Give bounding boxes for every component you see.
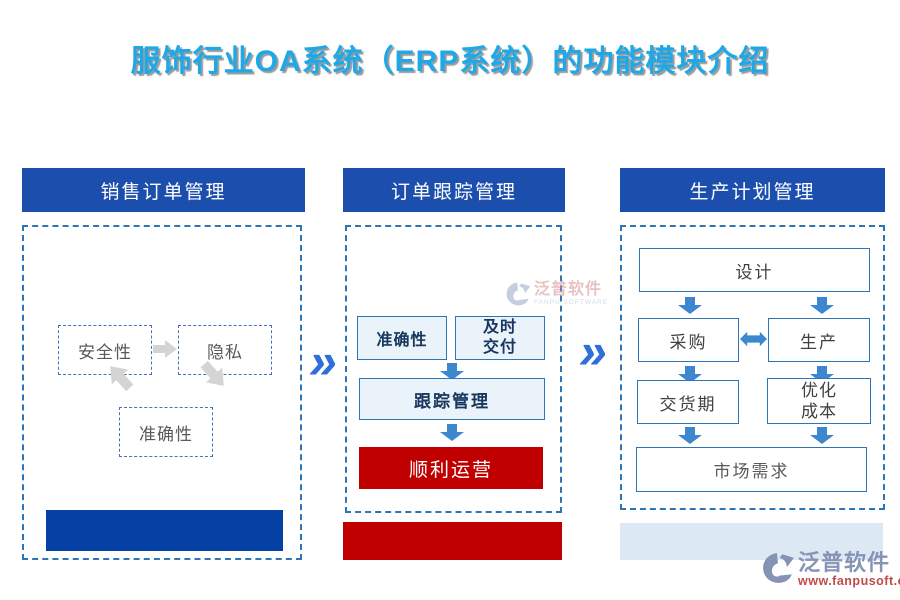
panel-sales-body xyxy=(22,225,302,560)
node-purchase: 采购 xyxy=(638,318,739,362)
arrow-right-icon xyxy=(153,340,177,358)
brand-logo: 泛普软件 www.fanpusoft.com xyxy=(761,551,900,588)
node-delivery-date: 交货期 xyxy=(637,380,739,424)
panel-order-tracking: 订单跟踪管理 准确性 及时交付 跟踪管理 顺利运营 xyxy=(343,168,565,568)
tracking-bottom-bar xyxy=(343,522,562,560)
node-security: 安全性 xyxy=(58,325,152,375)
node-market-demand: 市场需求 xyxy=(636,447,867,492)
arrow-down-icon xyxy=(678,366,702,383)
brand-name: 泛普软件 xyxy=(798,550,891,575)
arrow-down-icon xyxy=(440,424,464,441)
panel-production-plan: 生产计划管理 设计 采购 生产 交货期 优化成本 市场需求 xyxy=(620,168,885,568)
panel-production-header: 生产计划管理 xyxy=(620,168,885,212)
watermark-name: 泛普软件 xyxy=(534,281,603,298)
arrow-down-icon xyxy=(810,297,834,314)
watermark-logo-icon xyxy=(505,281,531,307)
arrow-down-icon xyxy=(678,297,702,314)
arrow-left-right-icon xyxy=(740,331,767,347)
chevron-right-icon: » xyxy=(579,323,607,379)
node-design: 设计 xyxy=(639,248,870,292)
node-cost-optimize: 优化成本 xyxy=(767,378,871,424)
page-title: 服饰行业OA系统（ERP系统）的功能模块介绍 xyxy=(130,45,770,78)
arrow-up-left-icon xyxy=(101,358,139,397)
node-accuracy2: 准确性 xyxy=(357,316,447,360)
brand-url: www.fanpusoft.com xyxy=(798,574,900,589)
panel-tracking-header: 订单跟踪管理 xyxy=(343,168,565,212)
brand-logo-icon xyxy=(761,551,795,585)
panel-sales-order: 销售订单管理 安全性 隐私 准确性 xyxy=(22,168,305,568)
arrow-down-icon xyxy=(440,363,464,380)
panel-production-body xyxy=(620,225,885,510)
sales-bottom-bar xyxy=(46,510,283,551)
node-tracking-mgmt: 跟踪管理 xyxy=(359,378,545,420)
watermark-subtitle: FANPU SOFTWARE xyxy=(534,298,609,306)
watermark: 泛普软件 FANPU SOFTWARE xyxy=(505,281,608,307)
arrow-down-icon xyxy=(810,366,834,383)
arrow-down-icon xyxy=(810,427,834,444)
node-timely-delivery: 及时交付 xyxy=(455,316,545,360)
arrow-down-icon xyxy=(678,427,702,444)
production-bottom-bar xyxy=(620,523,883,560)
node-privacy: 隐私 xyxy=(178,325,272,375)
node-accuracy: 准确性 xyxy=(119,407,213,457)
arrow-down-right-icon xyxy=(195,356,233,395)
panel-tracking-body xyxy=(345,225,562,513)
node-production: 生产 xyxy=(768,318,870,362)
node-smooth-operation: 顺利运营 xyxy=(359,447,543,489)
panel-sales-header: 销售订单管理 xyxy=(22,168,305,212)
chevron-right-icon: » xyxy=(309,333,337,389)
